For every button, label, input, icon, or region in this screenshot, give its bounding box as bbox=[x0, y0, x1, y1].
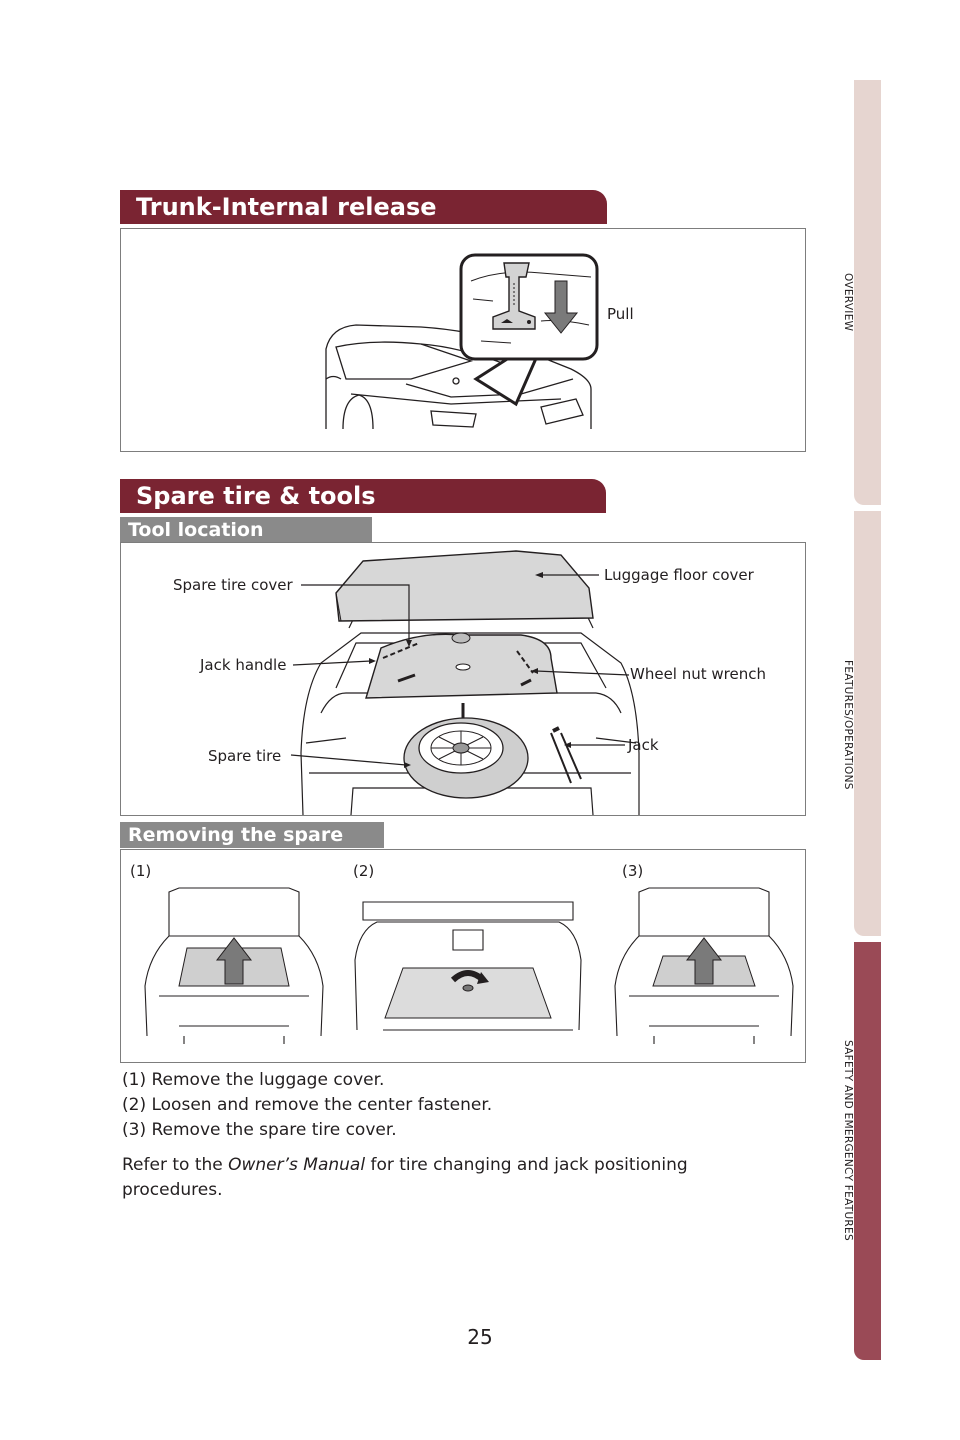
label-luggage-floor-cover: Luggage floor cover bbox=[604, 566, 754, 584]
subsection-title-tool-location: Tool location bbox=[128, 519, 264, 541]
step-label-1: (1) bbox=[130, 862, 152, 880]
label-spare-tire-cover: Spare tire cover bbox=[173, 576, 293, 594]
step-3-illustration bbox=[614, 887, 794, 1044]
owners-manual-title: Owner’s Manual bbox=[228, 1155, 366, 1175]
side-tab-label-safety: SAFETY AND EMERGENCY FEATURES bbox=[842, 1040, 854, 1241]
section-title-spare: Spare tire & tools bbox=[136, 482, 376, 510]
side-tab-label-features: FEATURES/OPERATIONS bbox=[842, 660, 854, 790]
label-pull: Pull bbox=[607, 305, 634, 323]
side-tab-features[interactable] bbox=[854, 511, 881, 936]
subsection-header-tool-location: Tool location bbox=[120, 517, 372, 543]
tool-location-panel: Spare tire cover Luggage floor cover Jac… bbox=[120, 542, 806, 816]
manual-reference-note: Refer to the Owner’s Manual for tire cha… bbox=[122, 1153, 762, 1203]
step-label-3: (3) bbox=[622, 862, 644, 880]
trunk-figure-panel: Pull bbox=[120, 228, 806, 452]
subsection-header-removing: Removing the spare tire bbox=[120, 822, 384, 872]
step-text-3: (3) Remove the spare tire cover. bbox=[122, 1120, 397, 1140]
note-suffix: for tire changing and jack positioning p… bbox=[122, 1155, 688, 1200]
step-2-illustration bbox=[354, 901, 582, 1031]
note-prefix: Refer to the bbox=[122, 1155, 229, 1175]
step-text-1: (1) Remove the luggage cover. bbox=[122, 1070, 385, 1090]
tool-location-illustration bbox=[290, 550, 640, 816]
removing-panel: (1) (2) (3) bbox=[120, 849, 806, 1063]
label-jack-handle: Jack handle bbox=[200, 656, 287, 674]
side-tab-overview[interactable] bbox=[854, 80, 881, 505]
page-number: 25 bbox=[467, 1325, 493, 1349]
label-jack: Jack bbox=[628, 736, 659, 754]
step-1-illustration bbox=[144, 887, 324, 1044]
label-wheel-nut-wrench: Wheel nut wrench bbox=[630, 665, 766, 683]
step-text-2: (2) Loosen and remove the center fastene… bbox=[122, 1095, 493, 1115]
step-label-2: (2) bbox=[353, 862, 375, 880]
side-tab-label-overview: OVERVIEW bbox=[842, 272, 854, 332]
trunk-release-illustration bbox=[325, 253, 599, 430]
section-header-trunk: Trunk-Internal release bbox=[120, 190, 607, 224]
step-list: (1) Remove the luggage cover. (2) Loosen… bbox=[122, 1068, 492, 1143]
label-spare-tire: Spare tire bbox=[208, 747, 282, 765]
section-header-spare: Spare tire & tools bbox=[120, 479, 606, 513]
side-tab-safety[interactable] bbox=[854, 942, 881, 1360]
section-title-trunk: Trunk-Internal release bbox=[136, 193, 437, 221]
